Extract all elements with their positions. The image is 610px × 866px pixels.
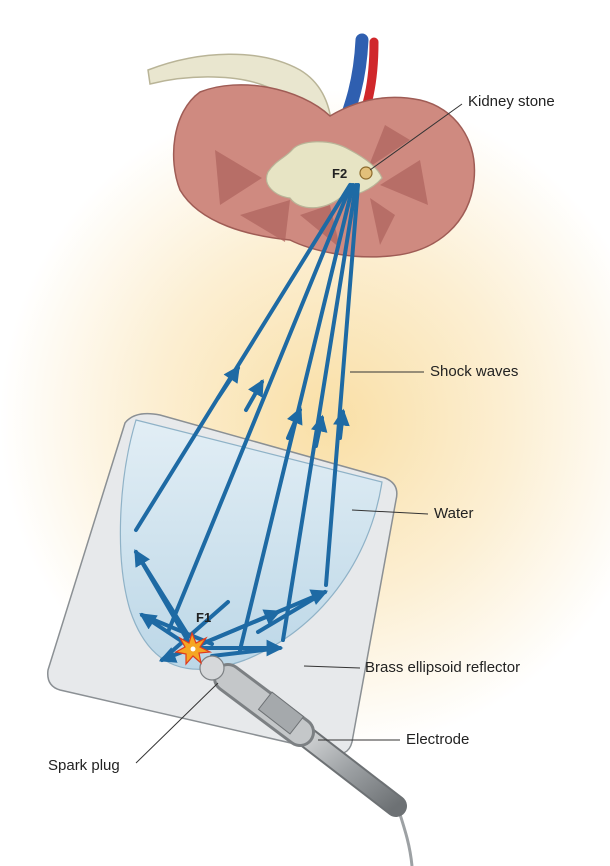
wave-segment: [134, 183, 352, 532]
wave-arrow: [244, 379, 264, 412]
wave-segment: [324, 183, 360, 587]
label-electrode: Electrode: [406, 731, 470, 748]
water-cavity: [119, 419, 383, 670]
leader-reflector: [303, 665, 361, 669]
label-kidney-stone: Kidney stone: [468, 93, 555, 110]
wave-arrow: [333, 408, 350, 440]
wave-segment: [256, 590, 327, 634]
wave-segment: [134, 550, 190, 637]
label-spark-plug: Spark plug: [48, 757, 120, 774]
label-water: Water: [434, 505, 474, 522]
focus-1-marker: [190, 646, 196, 652]
label-shock-waves: Shock waves: [430, 363, 519, 380]
leader-water: [351, 509, 429, 515]
leader-kidney-stone: [369, 103, 463, 171]
wave-segment: [140, 613, 214, 646]
wave-segment: [281, 183, 358, 642]
wave-arrow: [286, 406, 303, 440]
kidney-stone-icon: [359, 166, 373, 180]
leader-lines: [135, 103, 463, 764]
leader-spark-plug: [135, 682, 219, 764]
wave-segment: [166, 183, 353, 634]
wave-segment: [210, 646, 282, 658]
wave-segment: [160, 600, 230, 662]
wave-arrow: [310, 414, 328, 448]
electrode: [199, 655, 414, 866]
label-focus-2: F2: [332, 166, 348, 181]
label-focus-1: F1: [196, 610, 212, 625]
label-reflector: Brass ellipsoid reflector: [365, 659, 521, 676]
wave-arrow: [216, 365, 240, 400]
